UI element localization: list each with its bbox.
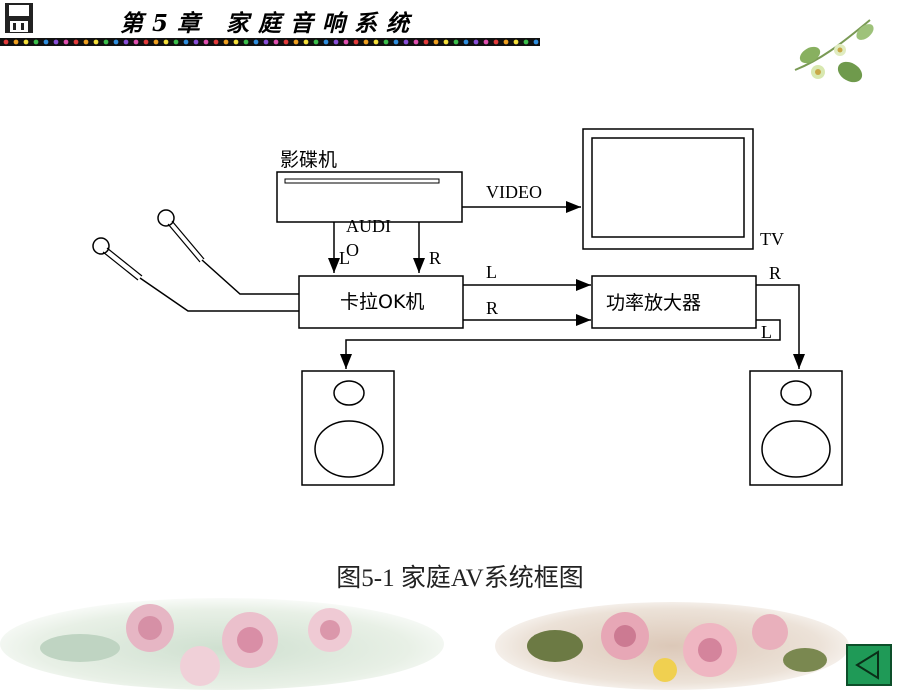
stripe-dot bbox=[353, 39, 359, 45]
stripe-dot bbox=[403, 39, 409, 45]
stripe-dot bbox=[523, 39, 529, 45]
amplifier-label: 功率放大器 bbox=[606, 292, 701, 314]
amp-left-label: L bbox=[761, 322, 772, 342]
stripe-dot bbox=[223, 39, 229, 45]
stripe-dot bbox=[163, 39, 169, 45]
left-channel-label: L bbox=[486, 262, 497, 282]
stripe-dot bbox=[33, 39, 39, 45]
stripe-dot bbox=[13, 39, 19, 45]
stripe-dot bbox=[473, 39, 479, 45]
stripe-dot bbox=[503, 39, 509, 45]
dvd-label: 影碟机 bbox=[280, 149, 337, 171]
stripe-dot bbox=[73, 39, 79, 45]
stripe-dot bbox=[453, 39, 459, 45]
stripe-dot bbox=[423, 39, 429, 45]
stripe-dot bbox=[93, 39, 99, 45]
stripe-dot bbox=[463, 39, 469, 45]
stripe-dot bbox=[23, 39, 29, 45]
stripe-dot bbox=[373, 39, 379, 45]
floppy-disk-icon bbox=[5, 3, 33, 33]
stripe-dot bbox=[203, 39, 209, 45]
karaoke-box bbox=[298, 275, 464, 329]
amplifier-box bbox=[591, 275, 757, 329]
header-title: 第5章 家庭音响系统 bbox=[120, 10, 419, 37]
stripe-dot bbox=[173, 39, 179, 45]
stripe-dot bbox=[273, 39, 279, 45]
stripe-dot bbox=[193, 39, 199, 45]
microphone-upper-cable bbox=[201, 259, 299, 295]
stripe-dot bbox=[413, 39, 419, 45]
tv-screen bbox=[591, 137, 745, 238]
microphone-lower-head bbox=[92, 237, 110, 255]
triangle-left-icon bbox=[855, 650, 879, 680]
stripe-dot bbox=[253, 39, 259, 45]
roses-right-decoration bbox=[495, 602, 849, 690]
amp-left-output bbox=[340, 319, 781, 369]
stripe-dot bbox=[53, 39, 59, 45]
stripe-dot bbox=[283, 39, 289, 45]
video-label: VIDEO bbox=[486, 182, 542, 202]
roses-left-decoration bbox=[0, 598, 444, 690]
right-speaker bbox=[749, 370, 843, 486]
stripe-dot bbox=[153, 39, 159, 45]
karaoke-label: 卡拉OK机 bbox=[340, 291, 424, 313]
stripe-dot bbox=[113, 39, 119, 45]
audio-label: AUDI bbox=[346, 216, 391, 236]
stripe-dot bbox=[343, 39, 349, 45]
stripe-dot bbox=[103, 39, 109, 45]
flower-decoration bbox=[794, 19, 874, 83]
stripe-dot bbox=[133, 39, 139, 45]
stripe-dot bbox=[243, 39, 249, 45]
stripe-dot bbox=[143, 39, 149, 45]
amp-right-output bbox=[756, 284, 805, 369]
figure-caption: 图5-1 家庭AV系统框图 bbox=[336, 565, 584, 592]
audio-l-label: L bbox=[339, 248, 350, 268]
header-stripe bbox=[0, 38, 540, 46]
audio-label-o: O bbox=[346, 240, 359, 260]
stripe-dot bbox=[333, 39, 339, 45]
stripe-dot bbox=[233, 39, 239, 45]
dvd-disc-slot bbox=[284, 178, 440, 184]
stripe-dot bbox=[393, 39, 399, 45]
stripe-dot bbox=[363, 39, 369, 45]
amp-right-label: R bbox=[769, 263, 781, 283]
stripe-dot bbox=[383, 39, 389, 45]
microphone-upper-head bbox=[157, 209, 175, 227]
back-button[interactable] bbox=[846, 644, 892, 686]
stripe-dot bbox=[323, 39, 329, 45]
stripe-dot bbox=[433, 39, 439, 45]
stripe-dot bbox=[43, 39, 49, 45]
stripe-dot bbox=[83, 39, 89, 45]
stripe-dot bbox=[63, 39, 69, 45]
audio-r-label: R bbox=[429, 248, 441, 268]
stripe-dot bbox=[483, 39, 489, 45]
stripe-dot bbox=[123, 39, 129, 45]
stripe-dot bbox=[213, 39, 219, 45]
stripe-dot bbox=[533, 39, 539, 45]
stripe-dot bbox=[443, 39, 449, 45]
stripe-dot bbox=[293, 39, 299, 45]
microphone-lower-cable bbox=[139, 277, 299, 312]
stripe-dot bbox=[513, 39, 519, 45]
stripe-dot bbox=[263, 39, 269, 45]
stripe-dot bbox=[493, 39, 499, 45]
stripe-dot bbox=[183, 39, 189, 45]
stripe-dot bbox=[3, 39, 9, 45]
stripe-dot bbox=[303, 39, 309, 45]
stripe-dot bbox=[313, 39, 319, 45]
tv-label: TV bbox=[760, 229, 784, 249]
left-speaker bbox=[301, 370, 395, 486]
right-channel-label: R bbox=[486, 298, 498, 318]
